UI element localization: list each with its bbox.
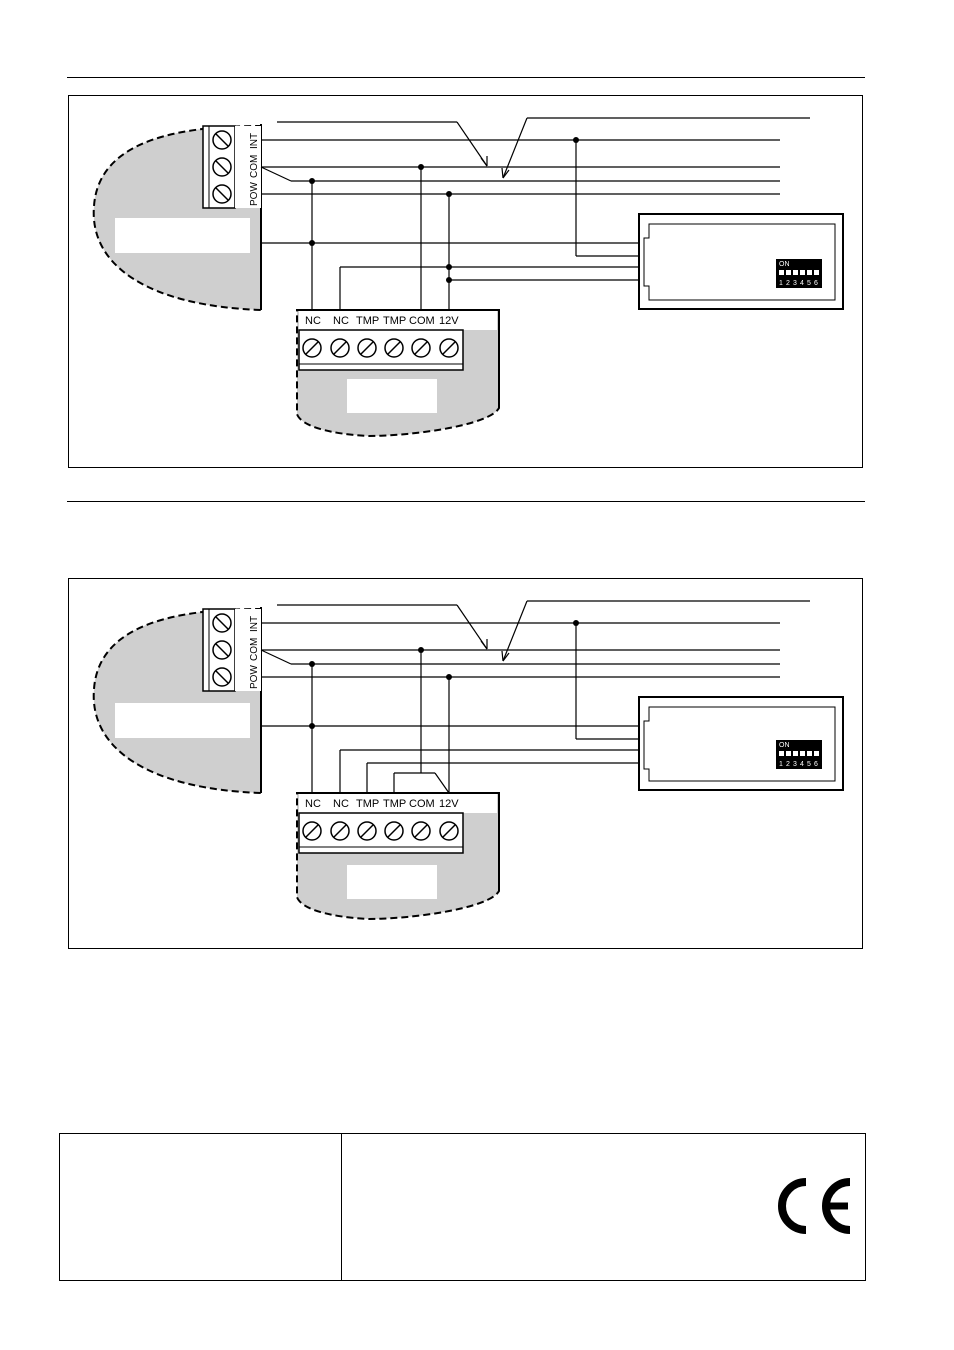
info-table: CE	[59, 1133, 866, 1281]
screw-terminals-bottom	[302, 338, 459, 358]
svg-text:1: 1	[779, 761, 783, 768]
svg-text:6: 6	[814, 761, 818, 768]
bottom-label-nc1: NC	[305, 315, 321, 327]
svg-text:3: 3	[793, 280, 797, 287]
bottom-label-tmp1: TMP	[356, 315, 379, 327]
svg-text:4: 4	[800, 761, 804, 768]
terminal-label-com: COM	[249, 155, 260, 178]
ce-mark-icon: CE	[778, 1178, 851, 1234]
terminal-label-pow: POW	[249, 182, 260, 206]
dip-switch: ON 1 2 3 4 5 6	[776, 740, 822, 769]
middle-rule	[67, 501, 865, 502]
bottom-label-nc2: NC	[333, 315, 349, 327]
svg-text:5: 5	[807, 280, 811, 287]
wiring-diagram-2: INT COM POW	[68, 578, 863, 949]
panel-label-box	[115, 218, 250, 253]
expander-label-box	[347, 379, 437, 413]
diagram-1-svg: INT COM POW	[92, 117, 844, 438]
screw-terminals-bottom	[302, 821, 459, 841]
bottom-label-12v: 12V	[439, 798, 459, 810]
screw-terminals-left	[212, 613, 232, 687]
wiring-lines-1	[260, 117, 810, 310]
terminal-block-bottom	[298, 329, 464, 371]
top-rule	[67, 77, 865, 78]
terminal-label-com: COM	[249, 638, 260, 661]
screw-terminals-left	[212, 130, 232, 204]
bottom-label-com: COM	[409, 315, 435, 327]
expander-label-box	[347, 865, 437, 899]
bottom-label-tmp2: TMP	[383, 315, 406, 327]
bottom-label-12v: 12V	[439, 315, 459, 327]
info-table-left-cell	[60, 1134, 342, 1280]
panel-label-box	[115, 703, 250, 738]
bottom-label-tmp1: TMP	[356, 798, 379, 810]
terminal-label-pow: POW	[249, 665, 260, 689]
terminal-label-int: INT	[249, 616, 260, 632]
diagram-2-svg: INT COM POW	[92, 600, 844, 921]
terminal-block-bottom	[298, 812, 464, 854]
bottom-label-nc2: NC	[333, 798, 349, 810]
wiring-diagram-1: INT COM POW	[68, 95, 863, 468]
bottom-label-tmp2: TMP	[383, 798, 406, 810]
bottom-label-com: COM	[409, 798, 435, 810]
wiring-lines-2	[260, 600, 810, 794]
svg-text:5: 5	[807, 761, 811, 768]
bottom-label-nc1: NC	[305, 798, 321, 810]
dip-switch: ON 1 2 3 4 5 6	[776, 259, 822, 288]
svg-text:3: 3	[793, 761, 797, 768]
svg-text:ON: ON	[779, 742, 790, 749]
junction-dots-1	[309, 137, 579, 283]
junction-dots-2	[309, 620, 579, 729]
svg-text:2: 2	[786, 280, 790, 287]
svg-text:6: 6	[814, 280, 818, 287]
terminal-label-int: INT	[249, 133, 260, 149]
svg-text:4: 4	[800, 280, 804, 287]
detector-module	[638, 696, 844, 791]
svg-text:2: 2	[786, 761, 790, 768]
svg-text:1: 1	[779, 280, 783, 287]
svg-text:ON: ON	[779, 261, 790, 268]
